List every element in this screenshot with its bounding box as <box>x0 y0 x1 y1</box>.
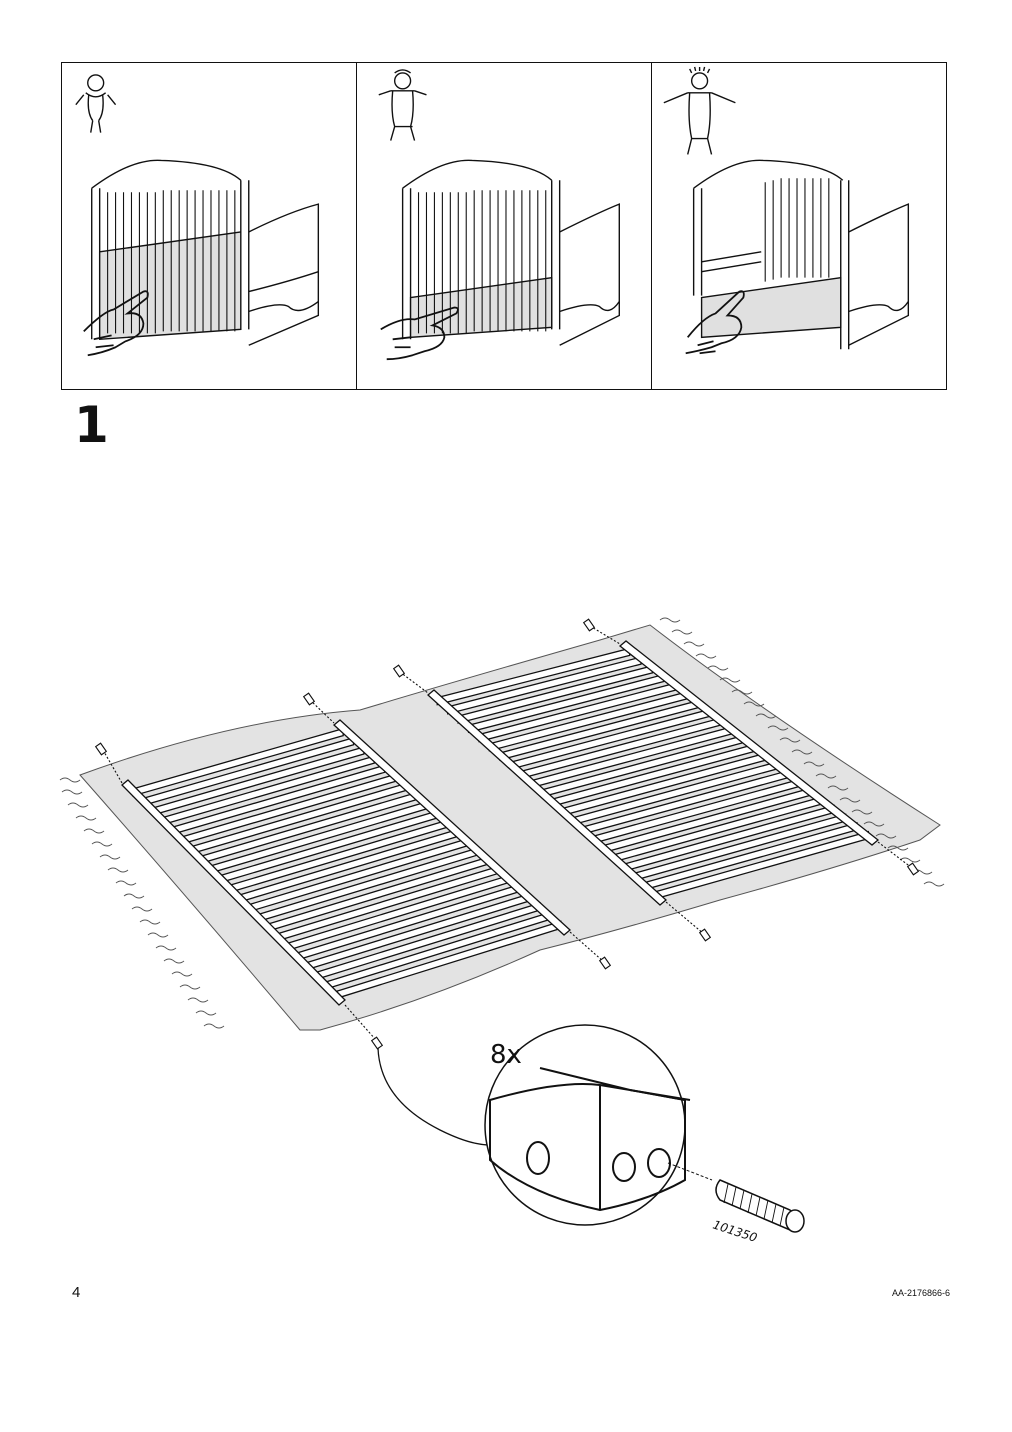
toddler-standing-icon <box>663 66 736 155</box>
option-panel-baby <box>357 63 652 389</box>
crib-low-position-icon <box>401 159 620 346</box>
document-code: AA-2176866-6 <box>891 1288 950 1298</box>
insertion-guide <box>667 1162 713 1181</box>
page-number: 4 <box>72 1284 81 1301</box>
rail-left-inner <box>333 719 571 936</box>
step-number: 1 <box>74 396 109 454</box>
slat-panel-right <box>427 640 880 906</box>
slat-panels-assembly-illustration: 8x 101350 <box>59 617 945 1246</box>
slats-left <box>132 727 562 1000</box>
part-number: 101350 <box>711 1218 759 1246</box>
detail-rail-end <box>489 1067 691 1212</box>
quantity-label: 8x <box>490 1040 522 1070</box>
underlay-fringe <box>59 617 945 1029</box>
crib-open-illustration <box>663 66 910 355</box>
pointing-hand-icon <box>380 306 459 361</box>
rail-right-outer <box>618 640 880 846</box>
slats-right <box>436 647 869 900</box>
crib-low-illustration <box>378 69 620 361</box>
wooden-dowel-part <box>715 1179 805 1233</box>
crib-high-illustration <box>75 74 320 357</box>
rail-right-inner <box>427 689 667 906</box>
callout-leader <box>377 1047 491 1146</box>
crib-height-options <box>61 62 947 390</box>
option-panel-infant <box>62 63 357 389</box>
baby-lying-icon <box>75 74 117 133</box>
pointing-hand-icon <box>685 290 745 355</box>
option-panel-toddler <box>652 63 946 389</box>
dowel-markers <box>94 618 920 1050</box>
crib-high-position-icon <box>91 159 320 346</box>
pointing-hand-icon <box>83 290 149 357</box>
crib-open-side-icon <box>692 159 910 350</box>
rail-left-outer <box>121 779 346 1006</box>
baby-standing-icon <box>378 69 427 141</box>
slat-panel-left <box>121 719 571 1006</box>
